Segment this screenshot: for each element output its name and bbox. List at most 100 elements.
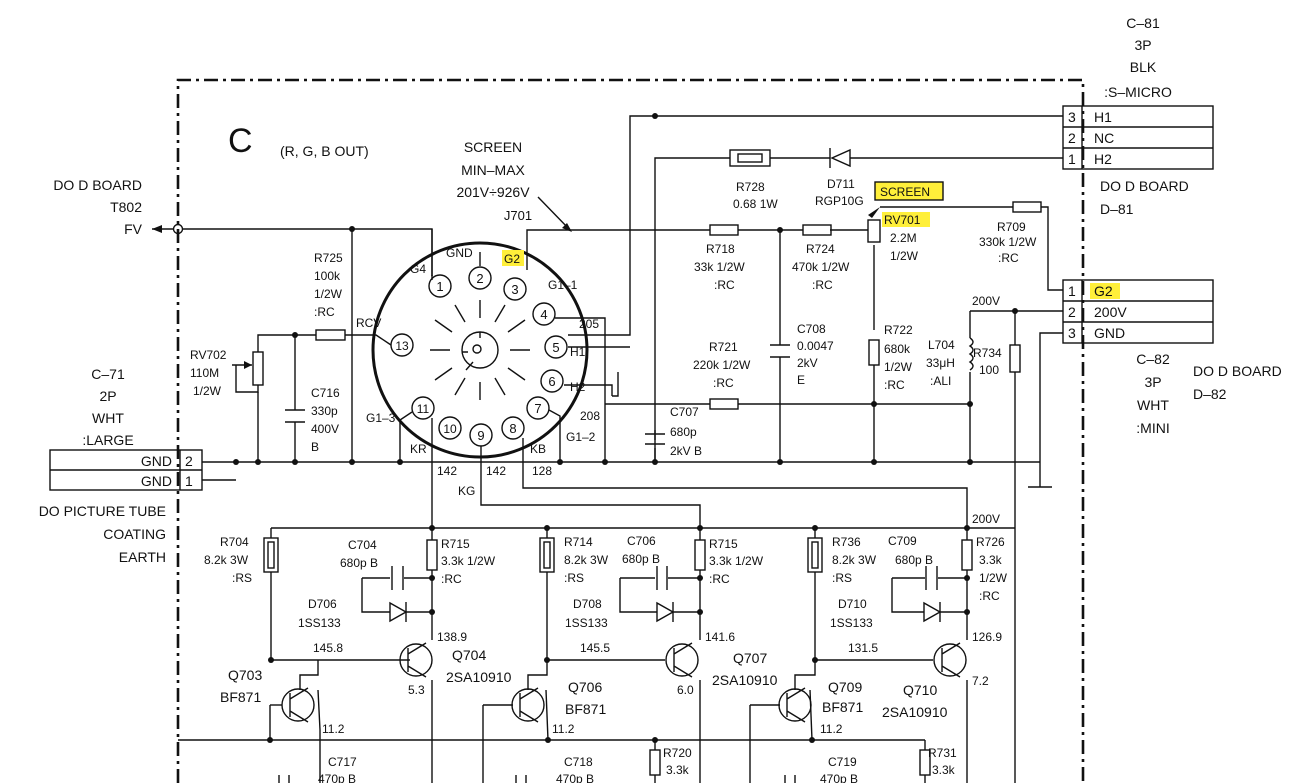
c704-ref: C704 [348, 538, 377, 552]
r734-resistor [1009, 344, 1021, 373]
q703-val: BF871 [220, 689, 261, 705]
r715b-resistor [694, 539, 706, 571]
r715a-val1: 3.3k 1/2W [441, 554, 496, 568]
voltage-5-3: 5.3 [408, 683, 425, 697]
r715a-val2: :RC [441, 572, 462, 586]
voltage-6-0: 6.0 [677, 683, 694, 697]
r731-resistor [919, 749, 931, 776]
voltage-141-6: 141.6 [705, 630, 735, 644]
c707-ref: C707 [670, 405, 699, 419]
r734-val: 100 [979, 363, 999, 377]
c706-val: 680p B [622, 552, 660, 566]
r726-val2: 1/2W [979, 571, 1008, 585]
l704-val2: :ALI [930, 374, 951, 388]
c81-label4: :S–MICRO [1104, 84, 1172, 100]
c719-val: 470p B [820, 772, 858, 783]
svg-text:2: 2 [1068, 130, 1076, 146]
c71-dest3: EARTH [119, 549, 166, 565]
socket-pin-11: 11 [411, 396, 435, 420]
svg-text:3: 3 [1068, 325, 1076, 341]
q706-transistor [511, 687, 545, 723]
left-conn-line3: FV [124, 221, 143, 237]
r721-resistor [709, 398, 739, 410]
q703-transistor [281, 687, 315, 723]
c704-capacitor [391, 566, 404, 590]
left-conn-line1: DO D BOARD [53, 177, 142, 193]
q706-val: BF871 [565, 701, 606, 717]
socket-pin-4: 4 [532, 302, 556, 326]
r724-val2: :RC [812, 278, 833, 292]
g2-highlight-socket [502, 250, 524, 266]
r720-resistor [649, 749, 661, 776]
q707-transistor [665, 642, 699, 678]
r715b-val1: 3.3k 1/2W [709, 554, 764, 568]
c81-label3: BLK [1130, 59, 1157, 75]
r726-ref: R726 [976, 535, 1005, 549]
rv702-ref: RV702 [190, 348, 227, 362]
screen-note-line3: 201V÷926V [456, 184, 530, 200]
socket-label-g1-3: G1–3 [366, 411, 396, 425]
c82-label4: :MINI [1136, 420, 1169, 436]
svg-text:1: 1 [185, 473, 193, 489]
c81-label2: 3P [1134, 37, 1151, 53]
voltage-11-2-b: 11.2 [552, 722, 575, 736]
svg-text:11: 11 [417, 402, 430, 416]
r736-val2: :RS [832, 571, 852, 585]
c716-val2: 400V [311, 422, 339, 436]
r709-resistor [1012, 201, 1042, 213]
r704-ref: R704 [220, 535, 249, 549]
c708-capacitor [770, 344, 790, 358]
rv702-pot [244, 351, 264, 386]
socket-label-kr: KR [410, 442, 427, 456]
c71-label4: :LARGE [82, 432, 133, 448]
svg-text:7: 7 [534, 401, 541, 416]
c709-val: 680p B [895, 553, 933, 567]
socket-pin-2: 2 [468, 266, 492, 290]
node-128-kb: 128 [532, 464, 552, 478]
svg-text:13: 13 [395, 339, 409, 353]
r736-ref: R736 [832, 535, 861, 549]
r720-val: 3.3k [666, 763, 690, 777]
socket-label-g2: G2 [504, 252, 520, 266]
r722-resistor [868, 339, 880, 366]
lower-junctions [267, 525, 970, 743]
r734-ref: R734 [973, 346, 1002, 360]
r714-ref: R714 [564, 535, 593, 549]
socket-label-kb: KB [530, 442, 546, 456]
node-142-kg: 142 [486, 464, 506, 478]
c81-label1: C–81 [1126, 15, 1160, 31]
r728-resistor [729, 149, 771, 167]
svg-text:GND: GND [141, 473, 172, 489]
socket-label-rcv: RCV [356, 316, 381, 330]
rv702-val2: 1/2W [193, 384, 222, 398]
node-208: 208 [580, 409, 600, 423]
fv-terminal [152, 223, 433, 276]
rv701-highlight [882, 212, 930, 227]
voltage-145-5: 145.5 [580, 641, 610, 655]
socket-pin-1: 1 [428, 274, 452, 298]
r728-ref: R728 [736, 180, 765, 194]
r726-val1: 3.3k [979, 553, 1003, 567]
r718-val1: 33k 1/2W [694, 260, 745, 274]
c704-val: 680p B [340, 556, 378, 570]
c718-ref: C718 [564, 755, 593, 769]
rv701-val2: 1/2W [890, 249, 919, 263]
socket-label-g1-2: G1–2 [566, 430, 596, 444]
q707-ref: Q707 [733, 650, 767, 666]
c71-label2: 2P [99, 388, 116, 404]
socket-pin-6: 6 [540, 369, 564, 393]
d706-ref: D706 [308, 597, 337, 611]
q710-val: 2SA10910 [882, 704, 948, 720]
screen-tag-text: SCREEN [880, 185, 930, 199]
c81-connector: 3 H1 2 NC 1 H2 [1062, 105, 1214, 170]
d711-ref: D711 [827, 177, 855, 191]
socket-pin-3: 3 [503, 277, 527, 301]
r709-val1: 330k 1/2W [979, 235, 1037, 249]
c71-dest1: DO PICTURE TUBE [39, 503, 166, 519]
d711-val: RGP10G [815, 194, 864, 208]
c707-capacitor [645, 433, 665, 445]
r718-resistor [709, 224, 739, 236]
d708-ref: D708 [573, 597, 602, 611]
socket-label-g4: G4 [410, 262, 426, 276]
socket-pin-13: 13 [390, 333, 414, 357]
